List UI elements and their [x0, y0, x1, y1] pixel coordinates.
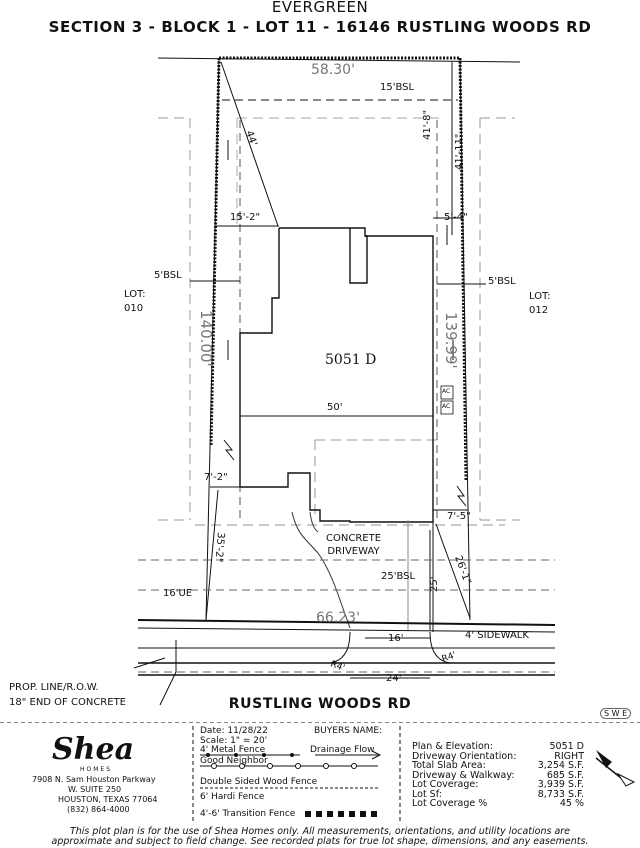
dim-7-5: 7'-5" [447, 511, 471, 522]
ac-unit-1: AC [442, 388, 451, 395]
diag-44-dim: 44' [243, 129, 259, 147]
driveway-label: CONCRETE DRIVEWAY [326, 533, 382, 557]
disclaimer-line-1: This plot plan is for the use of Shea Ho… [69, 826, 571, 837]
lot-stat-value: 3,254 S.F. [537, 760, 584, 771]
good-neighbor-label: Good Neighbor [200, 756, 268, 766]
dim-41-8: 41'-8" [422, 110, 433, 140]
metal-fence-label: 4' Metal Fence [200, 745, 266, 755]
lot-stat-row: Driveway & Walkway: 685 S.F. [412, 769, 584, 781]
right-bsl-label: 5'BSL [488, 276, 516, 287]
lot-stat-value: 3,939 S.F. [537, 779, 584, 790]
lot-stat-row: Lot Coverage: 3,939 S.F. [412, 780, 584, 790]
hardi-fence-label: 6' Hardi Fence [200, 792, 265, 802]
company-address-2: W. SUITE 250 [68, 785, 122, 794]
company-address-1: 7908 N. Sam Houston Parkway [32, 775, 156, 784]
bottom-street-name: RUSTLING WOODS RD [228, 696, 412, 712]
plot-drawing: 140.00' 139.99' 44' 41'-8" 41'-11" 35'-2… [133, 56, 556, 706]
transition-fence-swatch [305, 811, 377, 817]
lot-stat-label: Total Slab Area: [412, 760, 486, 771]
bottom-width-dim: 66.23' [316, 610, 360, 626]
lot-stat-value: 8,733 S.F. [537, 788, 584, 800]
left-depth-dim: 140.00' [197, 310, 215, 367]
dim-41-11: 41'-11" [454, 134, 465, 170]
rear-bsl-label: 25'BSL [381, 571, 416, 582]
left-bsl-label: 5'BSL [154, 270, 182, 281]
company-phone: (832) 864-4000 [67, 805, 130, 814]
transition-fence-label: 4'-6' Transition Fence [200, 809, 296, 819]
house-plan-label: 5051 D [325, 352, 377, 368]
lot-stat-row: Driveway Orientation: RIGHT [412, 750, 584, 762]
metal-fence-swatch [200, 753, 300, 757]
dim-26-1: 26'-1" [452, 554, 473, 586]
double-sided-label: Double Sided Wood Fence [200, 777, 318, 787]
ue-label: 16'UE [163, 588, 193, 599]
lot-stat-value: 5051 D [549, 741, 584, 752]
r-left-dim: R4' [329, 659, 346, 673]
shea-logo-sub: HOMES [80, 766, 113, 773]
lot-stat-row: Lot Sf: 8,733 S.F. [412, 788, 584, 800]
disclaimer-line-2: approximate and subject to field change.… [51, 836, 589, 847]
company-address-3: HOUSTON, TEXAS 77064 [58, 795, 158, 804]
good-neighbor-swatch [200, 763, 378, 769]
lot-stat-label: Lot Sf: [412, 788, 442, 800]
legend-block: Shea HOMES 7908 N. Sam Houston Parkway W… [0, 722, 640, 826]
lot-stat-value: RIGHT [554, 750, 584, 762]
drainage-label: Drainage Flow [310, 745, 375, 755]
front-setback-label: 15'BSL [380, 82, 415, 93]
lot-stat-label: Plan & Elevation: [412, 741, 493, 752]
swe-stamp: S W E [600, 708, 632, 719]
lot-stat-label: Lot Coverage: [412, 779, 479, 790]
dim-7-2: 7'-2" [204, 472, 228, 483]
top-street-name: EVERGREEN [271, 0, 369, 16]
dim-25: 25' [429, 577, 440, 592]
ac-unit-2: AC [442, 403, 451, 410]
legend-frame [0, 722, 640, 822]
dim-35-2: 35'-2" [212, 532, 226, 563]
north-arrow-icon [595, 750, 636, 787]
lot-stat-label: Driveway & Walkway: [412, 769, 515, 781]
dim-16: 16' [388, 633, 404, 644]
lot-stat-row: Plan & Elevation: 5051 D [412, 742, 584, 752]
dim-15-2: 15'-2" [230, 212, 261, 223]
prop-line-label: PROP. LINE/R.O.W. [9, 682, 99, 693]
lot-stat-row: Total Slab Area: 3,254 S.F. [412, 761, 584, 771]
sidewalk-label: 4' SIDEWALK [465, 630, 529, 641]
lot-stat-value: 685 S.F. [546, 769, 584, 781]
lot-stat-label: Lot Coverage % [412, 798, 488, 809]
lot-010-label: LOT: 010 [124, 289, 146, 314]
lot-012-label: LOT: 012 [529, 291, 551, 316]
dim-5-4: 5'-4" [444, 212, 468, 223]
end-concrete-label: 18" END OF CONCRETE [9, 697, 126, 708]
house-width-dim: 50' [327, 402, 343, 413]
dim-24: 24' [386, 673, 402, 684]
right-depth-dim: 139.99' [442, 312, 460, 369]
plan-title: SECTION 3 - BLOCK 1 - LOT 11 - 16146 RUS… [48, 18, 592, 36]
house-footprint [239, 227, 434, 523]
lot-stat-label: Driveway Orientation: [412, 750, 517, 762]
lot-stat-value: 45 % [559, 798, 584, 809]
shea-logo: Shea [52, 732, 135, 767]
r-right-dim: R4' [441, 650, 458, 664]
plan-date: Date: 11/28/22 [200, 726, 268, 736]
drainage-swatch [315, 750, 382, 760]
plan-scale: Scale: 1" = 20' [200, 736, 268, 746]
lot-stat-row: Lot Coverage % 45 % [412, 799, 584, 809]
buyers-name-label: BUYERS NAME: [314, 726, 383, 736]
top-width-dim: 58.30' [311, 62, 355, 78]
adjacent-lot-lines [158, 117, 520, 526]
